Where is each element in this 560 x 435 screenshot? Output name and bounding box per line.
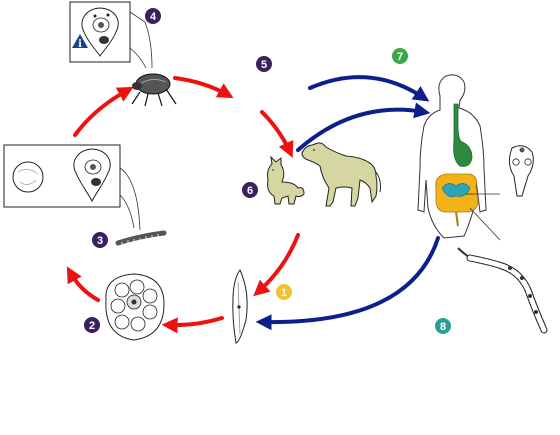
stage-number-6: 6 (247, 185, 253, 197)
arrow-flea-to-ingestion (173, 76, 234, 99)
adult-worm-icon (457, 247, 548, 334)
human-icon (417, 74, 487, 239)
stage-number-2: 2 (89, 320, 95, 332)
stage-badge-4: 4 (145, 8, 161, 24)
arrow-cysticercoid-to-flea (73, 86, 134, 137)
leader-line-box-flea-2 (129, 47, 147, 69)
cat-icon (267, 155, 305, 205)
leader-line-human-worm (469, 207, 501, 241)
red-arrows (48, 76, 300, 334)
arrow-to-dog-cat (260, 110, 294, 158)
egg-packet-icon (105, 273, 165, 341)
stage-number-4: 4 (150, 11, 157, 23)
leader-line-box-larva (119, 167, 141, 231)
egg-oncosphere-box (3, 144, 121, 208)
blue-arrows (255, 75, 440, 331)
stage-badge-2: 2 (84, 317, 100, 333)
stage-badge-3: 3 (92, 232, 108, 248)
leader-line-box-larva-2 (119, 194, 135, 229)
dog-icon (301, 142, 381, 207)
stage-number-7: 7 (397, 51, 403, 63)
arrow-egg-packet-to-larva (66, 266, 100, 302)
stage-number-8: 8 (440, 321, 446, 333)
human-esophagus-stomach (453, 103, 473, 167)
stage-number-3: 3 (97, 235, 103, 247)
oncosphere-larva (73, 148, 111, 203)
cysticercoid-box: i (69, 1, 131, 63)
human-intestine-inner (441, 183, 471, 198)
arrow-human-to-proglottid (255, 236, 440, 331)
stage-badge-6: 6 (242, 182, 258, 198)
arrow-dog-to-human (296, 102, 431, 152)
stage-number-1: 1 (281, 287, 287, 299)
arrow-proglottid-to-egg-packet (161, 316, 224, 334)
arrow-flea-to-human (308, 75, 430, 102)
proglottid-icon (232, 269, 248, 344)
stage-badge-1: 1 (276, 284, 292, 300)
scolex-icon (508, 145, 534, 197)
egg-icon (12, 161, 44, 193)
stage-number-5: 5 (261, 59, 267, 71)
info-badge: i (72, 34, 88, 50)
human-body-outline (417, 74, 487, 239)
stage-badge-8: 8 (435, 318, 451, 334)
leader-line-box-flea (129, 11, 153, 69)
flea-larva-icon (115, 230, 167, 246)
arrow-animal-to-proglottid (253, 233, 300, 297)
stage-badge-7: 7 (392, 48, 408, 64)
stage-badge-5: 5 (256, 56, 272, 72)
info-badge-letter: i (78, 39, 82, 50)
flea-icon (131, 73, 177, 107)
